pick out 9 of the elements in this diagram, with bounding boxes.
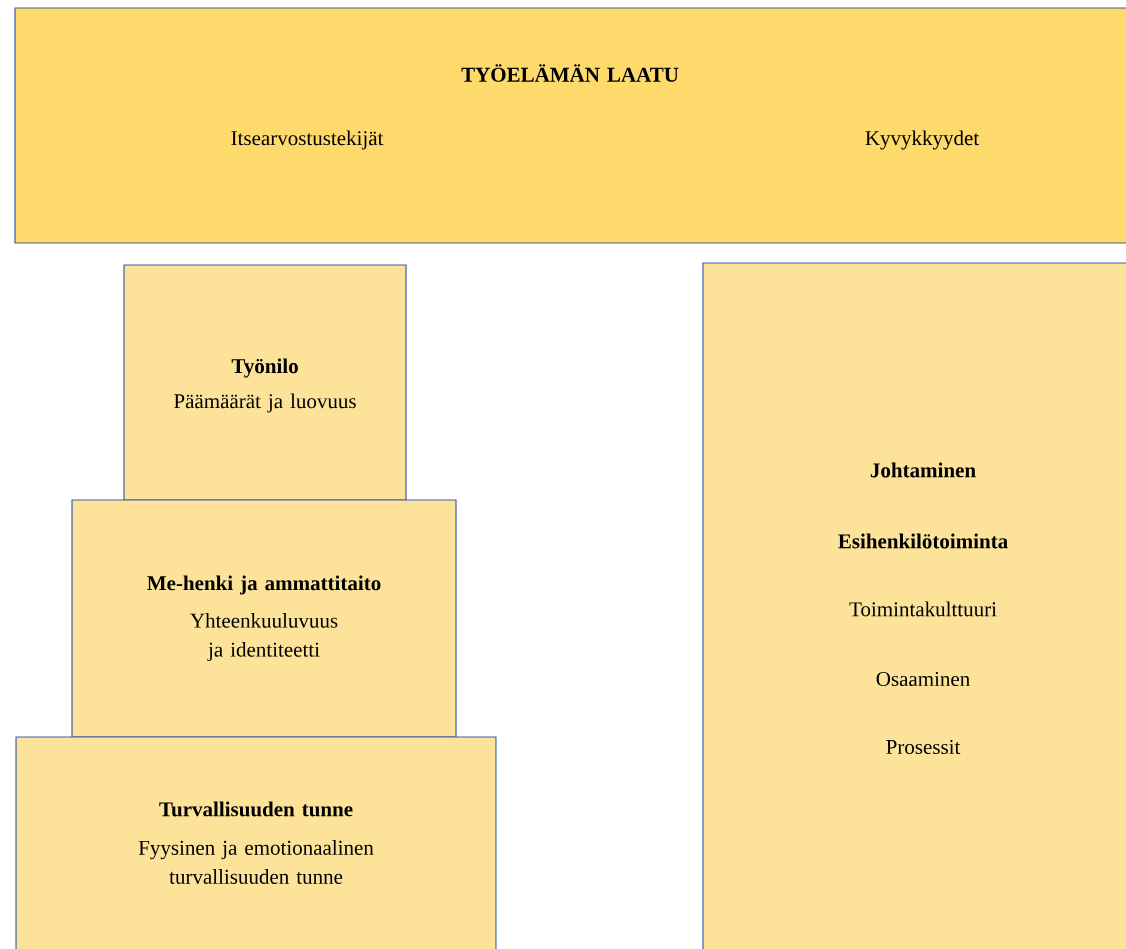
- column-box: Johtaminen Esihenkilötoiminta Toimintakulttuuri Osaaminen Prosessit: [702, 262, 1126, 949]
- pyramid-box: Me-henki ja ammattitaito Yhteenkuuluvuus ja identiteetti: [71, 499, 457, 738]
- header-box: TYÖELÄMÄN LAATU Itsearvostustekijät Kyvykkyydet: [14, 7, 1126, 244]
- node-label: Työnilo: [231, 358, 298, 378]
- node-label: Me-henki ja ammattitaito: [147, 575, 381, 595]
- node-label: Yhteenkuuluvuus ja identiteetti: [190, 612, 338, 662]
- pyramid-box: Turvallisuuden tunne Fyysinen ja emotionaalinen turvallisuuden tunne: [15, 736, 497, 949]
- pyramid-box: Työnilo Päämäärät ja luovuus: [123, 264, 407, 501]
- node-label: Päämäärät ja luovuus: [174, 393, 356, 413]
